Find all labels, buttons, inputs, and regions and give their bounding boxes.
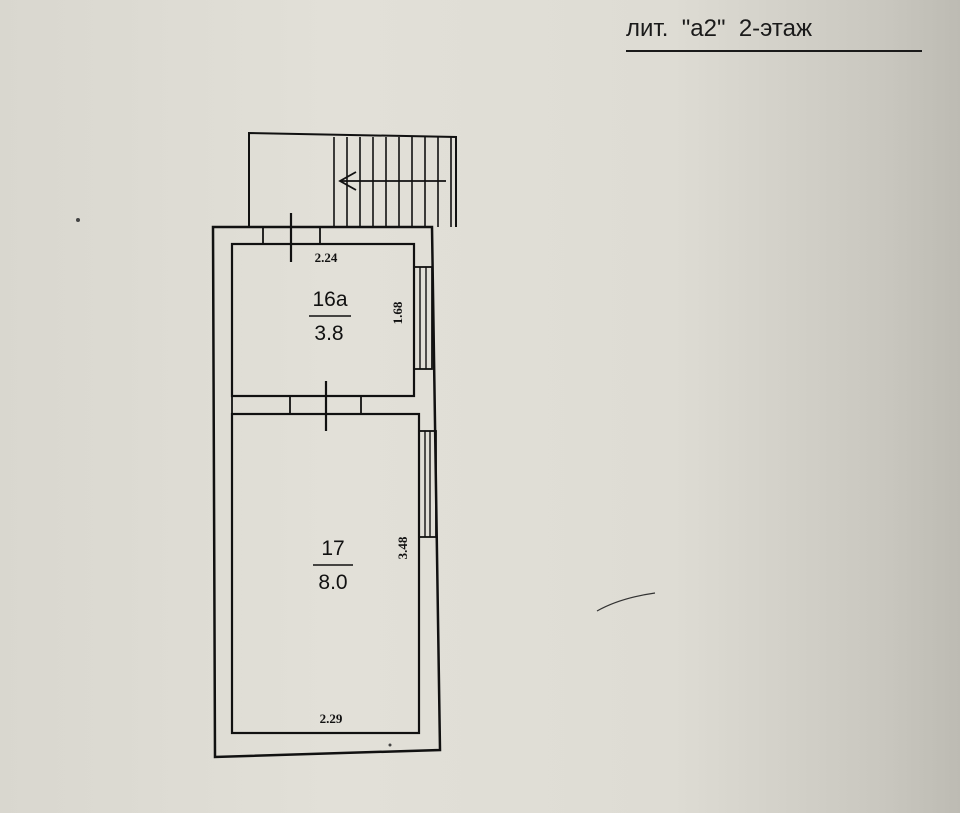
outer-wall-outline — [211, 225, 442, 759]
page-title: лит. "а2" 2-этаж — [626, 12, 922, 52]
door-top — [262, 213, 321, 262]
room-17-width-dimension: 2.29 — [320, 711, 343, 726]
window-room-17 — [418, 430, 437, 538]
stair-arrow-icon — [338, 171, 357, 191]
room-16a-walls — [230, 242, 416, 398]
room-17-area: 8.0 — [318, 571, 347, 594]
room-16a-number: 16a — [312, 288, 347, 311]
room-17-height-dimension: 3.48 — [395, 536, 410, 559]
pen-dot — [76, 218, 80, 222]
room-16a-area: 3.8 — [314, 322, 343, 345]
staircase-outline — [248, 131, 457, 227]
pen-mark — [596, 592, 656, 612]
room-16a-width-dimension: 2.24 — [315, 250, 338, 265]
room-16a-height-dimension: 1.68 — [390, 301, 405, 324]
window-room-16a — [413, 266, 433, 370]
door-between-rooms — [231, 381, 362, 431]
staircase — [248, 131, 457, 227]
pen-dot — [388, 743, 392, 747]
room-17-number: 17 — [321, 537, 344, 560]
